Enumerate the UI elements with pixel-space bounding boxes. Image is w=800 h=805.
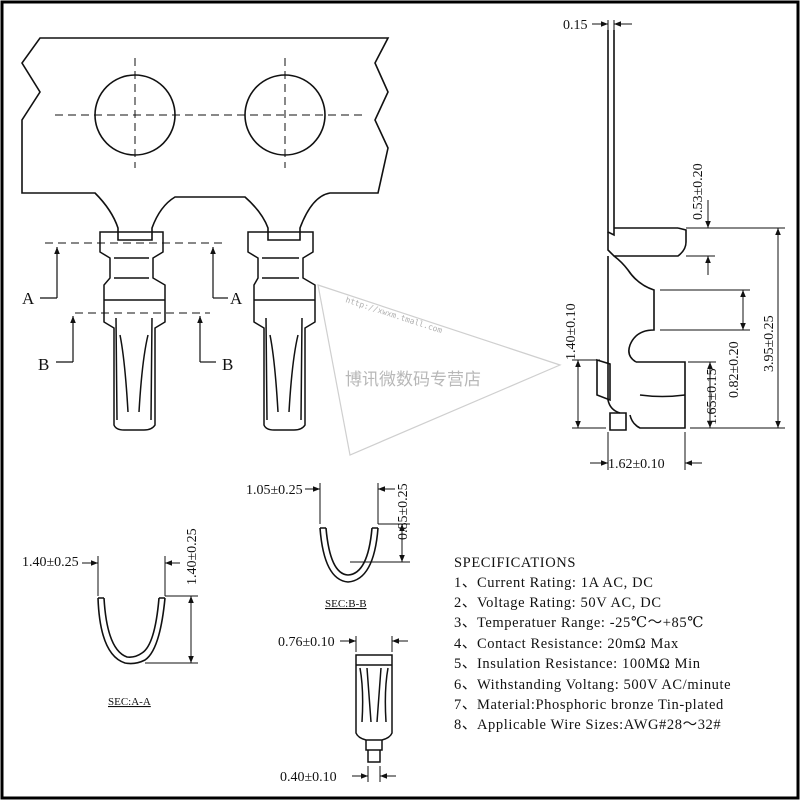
section-aa-dims — [82, 556, 198, 664]
dim-top-width: 0.76±0.10 — [278, 635, 335, 650]
spec-item: 7、Material:Phosphoric bronze Tin-plated — [454, 697, 724, 713]
spec-item: 2、Voltage Rating: 50V AC, DC — [454, 595, 662, 611]
spec-item: 6、Withstanding Voltang: 500V AC/minute — [454, 677, 731, 693]
section-a-right-label: A — [230, 289, 243, 308]
carrier-strip — [21, 37, 390, 241]
watermark: http://xwxm.tmall.com 博讯微数码专营店 — [317, 284, 562, 456]
front-view-dims — [340, 636, 408, 782]
sec-aa-label: SEC:A-A — [108, 696, 151, 708]
section-bb-shape — [319, 527, 379, 583]
section-bb-dims — [305, 483, 410, 563]
spec-item: 1、Current Rating: 1A AC, DC — [454, 575, 653, 591]
side-dimension-lines — [572, 20, 785, 470]
dim-bottom-tab: 0.40±0.10 — [280, 770, 337, 785]
spec-item: 4、Contact Resistance: 20mΩ Max — [454, 636, 679, 652]
dim-thickness: 0.15 — [563, 18, 588, 33]
section-aa-shape — [97, 597, 166, 665]
dim-bb-height: 0.85±0.25 — [396, 483, 411, 540]
dim-aa-height: 1.40±0.25 — [185, 528, 200, 585]
dim-aa-width: 1.40±0.25 — [22, 555, 79, 570]
specifications: SPECIFICATIONS 1、Current Rating: 1A AC, … — [454, 555, 731, 733]
spec-title: SPECIFICATIONS — [454, 555, 576, 571]
dim-overall-height: 3.95±0.25 — [762, 315, 777, 372]
spec-item: 8、Applicable Wire Sizes:AWG#28～32# — [454, 717, 721, 733]
sec-bb-label: SEC:B-B — [325, 598, 367, 610]
dim-lower-gap: 0.82±0.20 — [727, 341, 742, 398]
section-b-right-label: B — [222, 355, 233, 374]
section-a-left-label: A — [22, 289, 35, 308]
spec-item: 3、Temperatuer Range: -25℃～+85℃ — [454, 615, 704, 631]
spec-item: 5、Insulation Resistance: 100MΩ Min — [454, 656, 701, 672]
strip-centerlines — [45, 58, 365, 314]
dim-top-gap: 0.53±0.20 — [691, 163, 706, 220]
terminal-right — [247, 231, 316, 431]
dim-mid-height: 1.65±0.15 — [705, 368, 720, 425]
section-b-left-label: B — [38, 355, 49, 374]
dim-bb-width: 1.05±0.25 — [246, 483, 303, 498]
dim-bottom-width: 1.62±0.10 — [608, 457, 665, 472]
dim-left-height: 1.40±0.10 — [564, 303, 579, 360]
side-view — [596, 30, 687, 431]
front-view — [355, 654, 393, 763]
terminal-left — [99, 231, 166, 431]
watermark-shop: 博讯微数码专营店 — [345, 370, 481, 390]
section-markers — [40, 247, 228, 363]
watermark-url: http://xwxm.tmall.com — [344, 295, 443, 335]
